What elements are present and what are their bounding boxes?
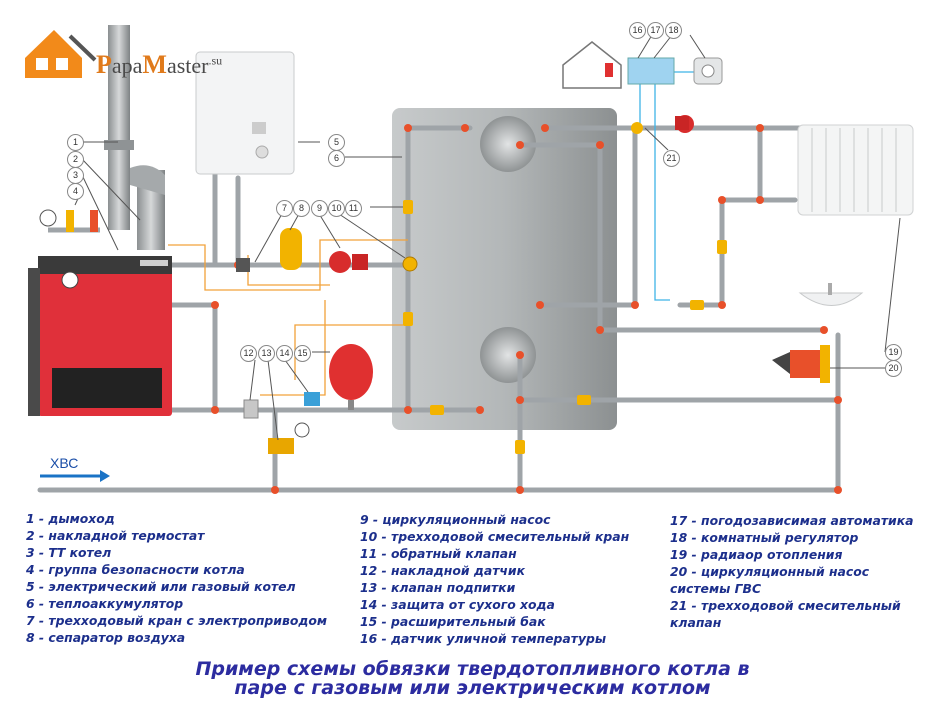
expansion-tank	[329, 344, 373, 410]
callout-15: 15	[294, 345, 311, 362]
surface-sensor	[243, 399, 259, 419]
room-regulator	[693, 57, 723, 85]
circulation-pump	[329, 251, 368, 273]
callout-18: 18	[665, 22, 682, 39]
electric-boiler	[195, 51, 295, 175]
legend-item: 20 - циркуляционный насос	[670, 564, 870, 579]
legend-item: 15 - расширительный бак	[360, 614, 546, 629]
callout-20: 20	[885, 360, 902, 377]
legend-item: 4 - группа безопасности котла	[26, 562, 245, 577]
legend-item: 3 - ТТ котел	[26, 545, 112, 560]
callout-6: 6	[328, 150, 345, 167]
legend-item: 13 - клапан подпитки	[360, 580, 516, 595]
callout-17: 17	[647, 22, 664, 39]
motorized-valve	[236, 258, 250, 272]
legend-item: 1 - дымоход	[26, 511, 115, 526]
legend-item: 2 - накладной термостат	[26, 528, 205, 543]
callout-10: 10	[328, 200, 345, 217]
heat-accumulator	[392, 108, 617, 430]
callout-9: 9	[311, 200, 328, 217]
chimney	[104, 25, 165, 250]
dhw-pump	[772, 345, 830, 383]
legend-column-2: 9 - циркуляционный насос 10 - трехходово…	[360, 511, 629, 647]
callout-5: 5	[328, 134, 345, 151]
check-valves	[403, 200, 727, 454]
legend-item: 19 - радиаор отопления	[670, 547, 843, 562]
legend-item: 21 - трехходовой смесительный	[670, 598, 901, 613]
heating-diagram: PapaMaster.su 1 2 3 4 5 6 7 8 9 10 11 12…	[25, 22, 914, 494]
callout-8: 8	[293, 200, 310, 217]
title-line-1: Пример схемы обвязки твердотопливного ко…	[195, 658, 750, 680]
legend-item: 8 - сепаратор воздуха	[26, 630, 186, 645]
safety-group	[39, 209, 100, 233]
callout-2: 2	[67, 151, 84, 168]
legend-item: 5 - электрический или газовый котел	[26, 579, 296, 594]
cold-water-label: ХВС	[50, 455, 79, 471]
legend-column-3: 17 - погодозависимая автоматика 18 - ком…	[670, 512, 913, 631]
legend-item: 16 - датчик уличной температуры	[360, 631, 607, 646]
dry-run-protection	[304, 392, 320, 406]
mixing-valve-10	[402, 256, 418, 272]
sensor-lines	[639, 71, 695, 301]
radiator	[797, 124, 914, 216]
legend-item: 7 - трехходовый кран с электроприводом	[26, 613, 327, 628]
legend-item: 6 - теплоаккумулятор	[26, 596, 184, 611]
callout-11: 11	[345, 200, 362, 217]
callout-16: 16	[629, 22, 646, 39]
outdoor-house	[562, 41, 622, 89]
callout-3: 3	[67, 167, 84, 184]
sink	[798, 283, 864, 306]
callout-13: 13	[258, 345, 275, 362]
air-separator	[280, 228, 302, 270]
legend-item: 17 - погодозависимая автоматика	[670, 513, 914, 528]
page-title: Пример схемы обвязки твердотопливного ко…	[0, 660, 945, 698]
callout-19: 19	[885, 344, 902, 361]
legend-item: 10 - трехходовой смесительный кран	[360, 529, 630, 544]
legend-item: 18 - комнатный регулятор	[670, 530, 859, 545]
legend-item: клапан	[670, 615, 722, 630]
callout-14: 14	[276, 345, 293, 362]
pump-21	[631, 115, 694, 134]
solid-fuel-boiler	[28, 256, 172, 416]
weather-automation	[627, 57, 675, 85]
legend-column-1: 1 - дымоход 2 - накладной термостат 3 - …	[26, 510, 327, 646]
legend-item: системы ГВС	[670, 581, 762, 596]
logo-text: PapaMaster.su	[96, 50, 223, 79]
callout-4: 4	[67, 183, 84, 200]
diagram-canvas	[25, 25, 914, 494]
legend-item: 11 - обратный клапан	[360, 546, 517, 561]
logo-house-icon	[25, 30, 97, 78]
legend-item: 14 - защита от сухого хода	[360, 597, 555, 612]
callout-7: 7	[276, 200, 293, 217]
callout-1: 1	[67, 134, 84, 151]
callout-21: 21	[663, 150, 680, 167]
callout-12: 12	[240, 345, 257, 362]
legend-item: 12 - накладной датчик	[360, 563, 526, 578]
cold-water-arrow	[40, 470, 110, 482]
legend-item: 9 - циркуляционный насос	[360, 512, 551, 527]
refill-valve	[268, 422, 310, 454]
leader-lines	[74, 34, 901, 441]
title-line-2: паре с газовым или электрическим котлом	[234, 677, 711, 699]
